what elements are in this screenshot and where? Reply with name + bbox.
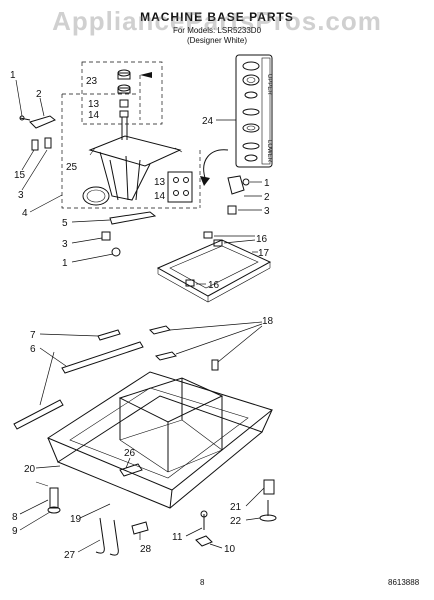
page-title: MACHINE BASE PARTS xyxy=(140,10,294,24)
repair-kit xyxy=(216,54,273,168)
callout-25: 25 xyxy=(66,162,78,173)
callout-2: 2 xyxy=(36,89,42,100)
callout-10: 10 xyxy=(224,544,236,555)
callout-1: 1 xyxy=(62,258,68,269)
callout-16: 16 xyxy=(256,234,268,245)
callout-14: 14 xyxy=(88,110,100,121)
upper-platform xyxy=(156,231,272,303)
kit-label-upper: UPPER xyxy=(266,74,272,95)
right-pivot-parts xyxy=(227,175,262,215)
callout-14: 14 xyxy=(154,191,166,202)
callout-3: 3 xyxy=(18,190,24,201)
callout-16: 16 xyxy=(208,280,220,291)
callout-26: 26 xyxy=(124,448,136,459)
callout-21: 21 xyxy=(230,502,242,513)
callout-27: 27 xyxy=(64,550,76,561)
callout-15: 15 xyxy=(14,170,26,181)
document-number: 8613888 xyxy=(388,578,420,587)
callout-6: 6 xyxy=(30,344,36,355)
callout-labels: 1 2 15 3 4 25 23 13 14 13 14 24 1 2 3 5 … xyxy=(10,70,274,561)
callout-5: 5 xyxy=(62,218,68,229)
callout-4: 4 xyxy=(22,208,28,219)
callout-28: 28 xyxy=(140,544,152,555)
callout-23: 23 xyxy=(86,76,98,87)
callout-20: 20 xyxy=(24,464,36,475)
callout-18: 18 xyxy=(262,316,274,327)
callout-22: 22 xyxy=(230,516,242,527)
page-number: 8 xyxy=(200,578,205,587)
color-subtitle: (Designer White) xyxy=(186,36,247,45)
callout-2: 2 xyxy=(264,192,270,203)
callout-13: 13 xyxy=(88,99,100,110)
kit-label-lower: LOWER xyxy=(266,140,272,163)
callout-7: 7 xyxy=(30,330,36,341)
machine-base xyxy=(19,371,277,556)
left-lower-parts xyxy=(71,211,157,263)
callout-1: 1 xyxy=(264,178,270,189)
callout-13: 13 xyxy=(154,177,166,188)
callout-8: 8 xyxy=(12,512,18,523)
transmission-assembly xyxy=(61,61,229,209)
side-rails xyxy=(13,321,263,430)
callout-9: 9 xyxy=(12,526,18,537)
callout-3: 3 xyxy=(62,239,68,250)
left-pivot-parts xyxy=(15,79,63,213)
model-subtitle: For Models: LSR5233D0 xyxy=(172,26,262,35)
callout-19: 19 xyxy=(70,514,82,525)
callout-3: 3 xyxy=(264,206,270,217)
callout-11: 11 xyxy=(172,532,183,543)
callout-1: 1 xyxy=(10,70,16,81)
callout-24: 24 xyxy=(202,116,214,127)
callout-17: 17 xyxy=(258,248,270,259)
